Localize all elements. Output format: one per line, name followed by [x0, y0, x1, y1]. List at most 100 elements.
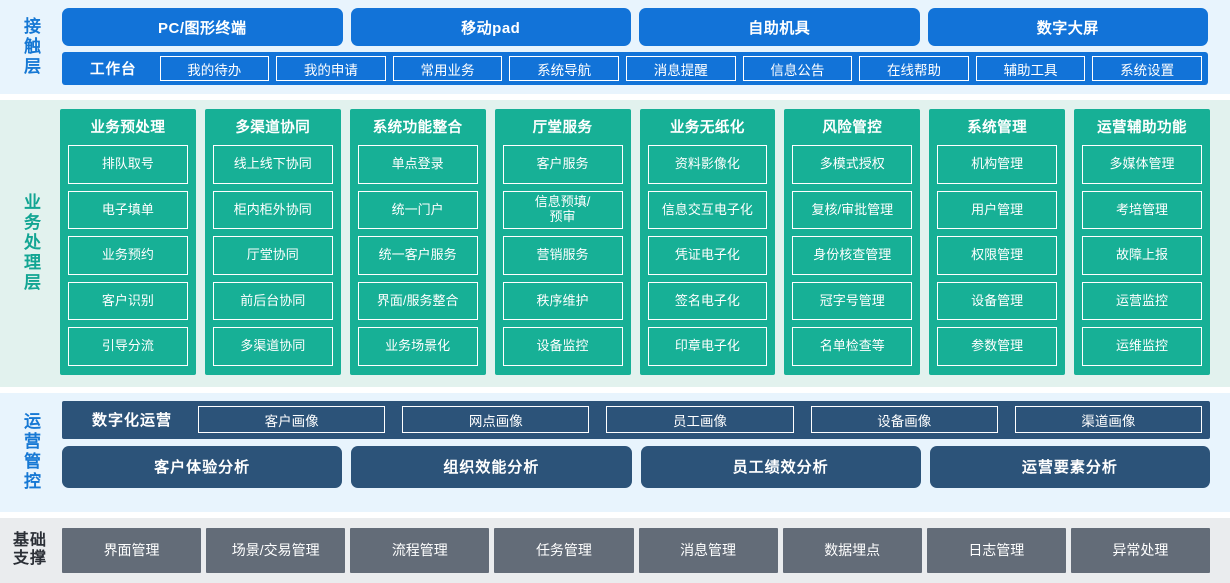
business-item-1-4[interactable]: 多渠道协同 [212, 327, 333, 367]
workbench-item-1[interactable]: 我的申请 [276, 56, 386, 81]
business-column-title-5: 风险管控 [822, 119, 883, 136]
workbench-item-2[interactable]: 常用业务 [392, 56, 503, 81]
business-column-grid: 业务预处理排队取号电子填单业务预约客户识别引导分流多渠道协同 线上线下协同柜内柜外… [60, 108, 1210, 376]
business-item-7-4[interactable]: 运维监控 [1082, 327, 1202, 367]
foundation-item-0[interactable]: 界面管理 [62, 527, 202, 573]
analysis-item-0[interactable]: 客户体验分析 [62, 445, 343, 488]
business-item-0-1[interactable]: 电子填单 [68, 190, 188, 230]
foundation-layer-label: 基础 支撑 [0, 517, 60, 583]
business-item-3-0[interactable]: 客户服务 [502, 144, 623, 184]
foundation-item-1[interactable]: 场景/交易管理 [206, 527, 346, 573]
workbench-item-0[interactable]: 我的待办 [159, 56, 270, 81]
workbench-item-8[interactable]: 系统设置 [1092, 56, 1202, 81]
analysis-row: 客户体验分析组织效能分析员工绩效分析运营要素分析 [62, 445, 1210, 488]
terminal-button-1[interactable]: 移动pad [350, 8, 631, 46]
business-item-5-0[interactable]: 多模式授权 [792, 144, 913, 184]
foundation-item-5[interactable]: 数据埋点 [782, 527, 922, 573]
business-item-1-0[interactable]: 线上线下协同 [212, 144, 333, 184]
foundation-item-4[interactable]: 消息管理 [638, 527, 778, 573]
portrait-item-0[interactable]: 客户画像 [198, 406, 386, 434]
workbench-item-6[interactable]: 在线帮助 [859, 56, 969, 81]
business-item-6-2[interactable]: 权限管理 [937, 236, 1058, 275]
business-layer: 业务处理层 业务预处理排队取号电子填单业务预约客户识别引导分流多渠道协同线上线下… [0, 99, 1230, 388]
layer-divider-3 [0, 511, 1230, 518]
business-column-1: 多渠道协同线上线下协同柜内柜外协同厅堂协同前后台协同多渠道协同 [204, 108, 341, 376]
business-item-3-1[interactable]: 信息预填/ 预审 [502, 190, 623, 230]
business-item-0-4[interactable]: 引导分流 [68, 327, 188, 367]
digital-operations-row: 数字化运营 客户画像网点画像员工画像设备画像渠道画像 [62, 400, 1210, 439]
workbench-item-4[interactable]: 消息提醒 [625, 56, 736, 81]
analysis-item-2[interactable]: 员工绩效分析 [640, 445, 921, 488]
business-item-4-4[interactable]: 印章电子化 [647, 327, 768, 367]
business-layer-body: 业务预处理排队取号电子填单业务预约客户识别引导分流多渠道协同 线上线下协同柜内柜外… [60, 100, 1230, 387]
business-item-3-2[interactable]: 营销服务 [502, 236, 623, 275]
foundation-item-7[interactable]: 异常处理 [1070, 527, 1210, 573]
workbench-items: 我的待办我的申请常用业务系统导航消息提醒信息公告在线帮助辅助工具系统设置 [159, 56, 1203, 81]
business-item-2-0[interactable]: 单点登录 [357, 144, 478, 184]
foundation-layer-body: 界面管理场景/交易管理流程管理任务管理消息管理数据埋点日志管理异常处理 [60, 518, 1230, 583]
business-item-4-3[interactable]: 签名电子化 [647, 281, 768, 321]
foundation-item-2[interactable]: 流程管理 [350, 527, 490, 573]
workbench-item-3[interactable]: 系统导航 [509, 56, 619, 81]
business-item-0-0[interactable]: 排队取号 [68, 144, 188, 184]
workbench-item-5[interactable]: 信息公告 [742, 56, 853, 81]
business-item-7-1[interactable]: 考培管理 [1082, 190, 1202, 230]
business-item-1-2[interactable]: 厅堂协同 [212, 236, 333, 275]
business-column-2: 系统功能整合单点登录统一门户统一客户服务界面/服务整合业务场景化 [349, 108, 486, 376]
business-item-3-3[interactable]: 秩序维护 [502, 281, 623, 321]
workbench-row: 工作台 我的待办我的申请常用业务系统导航消息提醒信息公告在线帮助辅助工具系统设置 [62, 52, 1208, 85]
business-item-1-3[interactable]: 前后台协同 [212, 281, 333, 321]
business-item-5-1[interactable]: 复核/审批管理 [792, 190, 913, 230]
business-column-title-3: 厅堂服务 [532, 119, 593, 136]
business-item-4-1[interactable]: 信息交互电子化 [647, 190, 768, 230]
business-item-5-3[interactable]: 冠字号管理 [792, 281, 913, 321]
business-column-6: 系统管理机构管理用户管理权限管理设备管理参数管理 [929, 108, 1066, 376]
terminal-button-3[interactable]: 数字大屏 [927, 8, 1208, 46]
business-item-4-2[interactable]: 凭证电子化 [647, 236, 768, 275]
business-item-2-3[interactable]: 界面/服务整合 [357, 281, 478, 321]
business-item-2-1[interactable]: 统一门户 [357, 190, 478, 230]
business-column-title-2: 系统功能整合 [372, 119, 463, 136]
foundation-layer: 基础 支撑 界面管理场景/交易管理流程管理任务管理消息管理数据埋点日志管理异常处… [0, 517, 1230, 583]
business-item-6-0[interactable]: 机构管理 [937, 144, 1058, 184]
business-item-6-4[interactable]: 参数管理 [937, 327, 1058, 367]
terminal-button-0[interactable]: PC/图形终端 [62, 8, 343, 46]
foundation-layer-label-text: 基础 支撑 [12, 532, 47, 568]
business-item-3-4[interactable]: 设备监控 [502, 327, 623, 367]
foundation-item-3[interactable]: 任务管理 [494, 527, 634, 573]
layer-divider-2 [0, 387, 1230, 393]
terminal-button-2[interactable]: 自助机具 [639, 8, 920, 46]
business-item-1-1[interactable]: 柜内柜外协同 [212, 190, 333, 230]
portrait-item-1[interactable]: 网点画像 [402, 406, 590, 434]
portrait-item-3[interactable]: 设备画像 [810, 406, 998, 434]
operations-layer-label: 运营管控 [0, 392, 60, 512]
analysis-item-1[interactable]: 组织效能分析 [351, 445, 632, 488]
business-item-2-4[interactable]: 业务场景化 [357, 327, 478, 367]
business-column-title-0: 业务预处理 [90, 119, 166, 136]
business-item-6-3[interactable]: 设备管理 [937, 281, 1058, 321]
analysis-item-3[interactable]: 运营要素分析 [929, 445, 1210, 488]
workbench-item-7[interactable]: 辅助工具 [975, 56, 1086, 81]
portrait-item-4[interactable]: 渠道画像 [1014, 406, 1203, 434]
business-item-5-2[interactable]: 身份核查管理 [792, 236, 913, 275]
business-item-2-2[interactable]: 统一客户服务 [357, 236, 478, 275]
contact-layer-label: 接触层 [0, 0, 60, 95]
business-item-0-3[interactable]: 客户识别 [68, 281, 188, 321]
business-item-4-0[interactable]: 资料影像化 [647, 144, 768, 184]
business-item-7-0[interactable]: 多媒体管理 [1082, 144, 1202, 184]
business-item-7-2[interactable]: 故障上报 [1082, 236, 1202, 275]
business-item-7-3[interactable]: 运营监控 [1082, 281, 1202, 321]
business-item-6-1[interactable]: 用户管理 [937, 190, 1058, 230]
digital-operations-title: 数字化运营 [92, 412, 173, 430]
foundation-item-6[interactable]: 日志管理 [926, 527, 1066, 573]
operations-layer: 运营管控 数字化运营 客户画像网点画像员工画像设备画像渠道画像 客户体验分析组织… [0, 392, 1230, 512]
business-column-title-4: 业务无纸化 [669, 119, 745, 136]
business-item-0-2[interactable]: 业务预约 [68, 236, 188, 275]
layer-divider-1 [0, 94, 1230, 100]
foundation-row: 界面管理场景/交易管理流程管理任务管理消息管理数据埋点日志管理异常处理 [62, 527, 1210, 573]
portrait-item-2[interactable]: 员工画像 [606, 406, 794, 434]
business-item-5-4[interactable]: 名单检查等 [792, 327, 913, 367]
